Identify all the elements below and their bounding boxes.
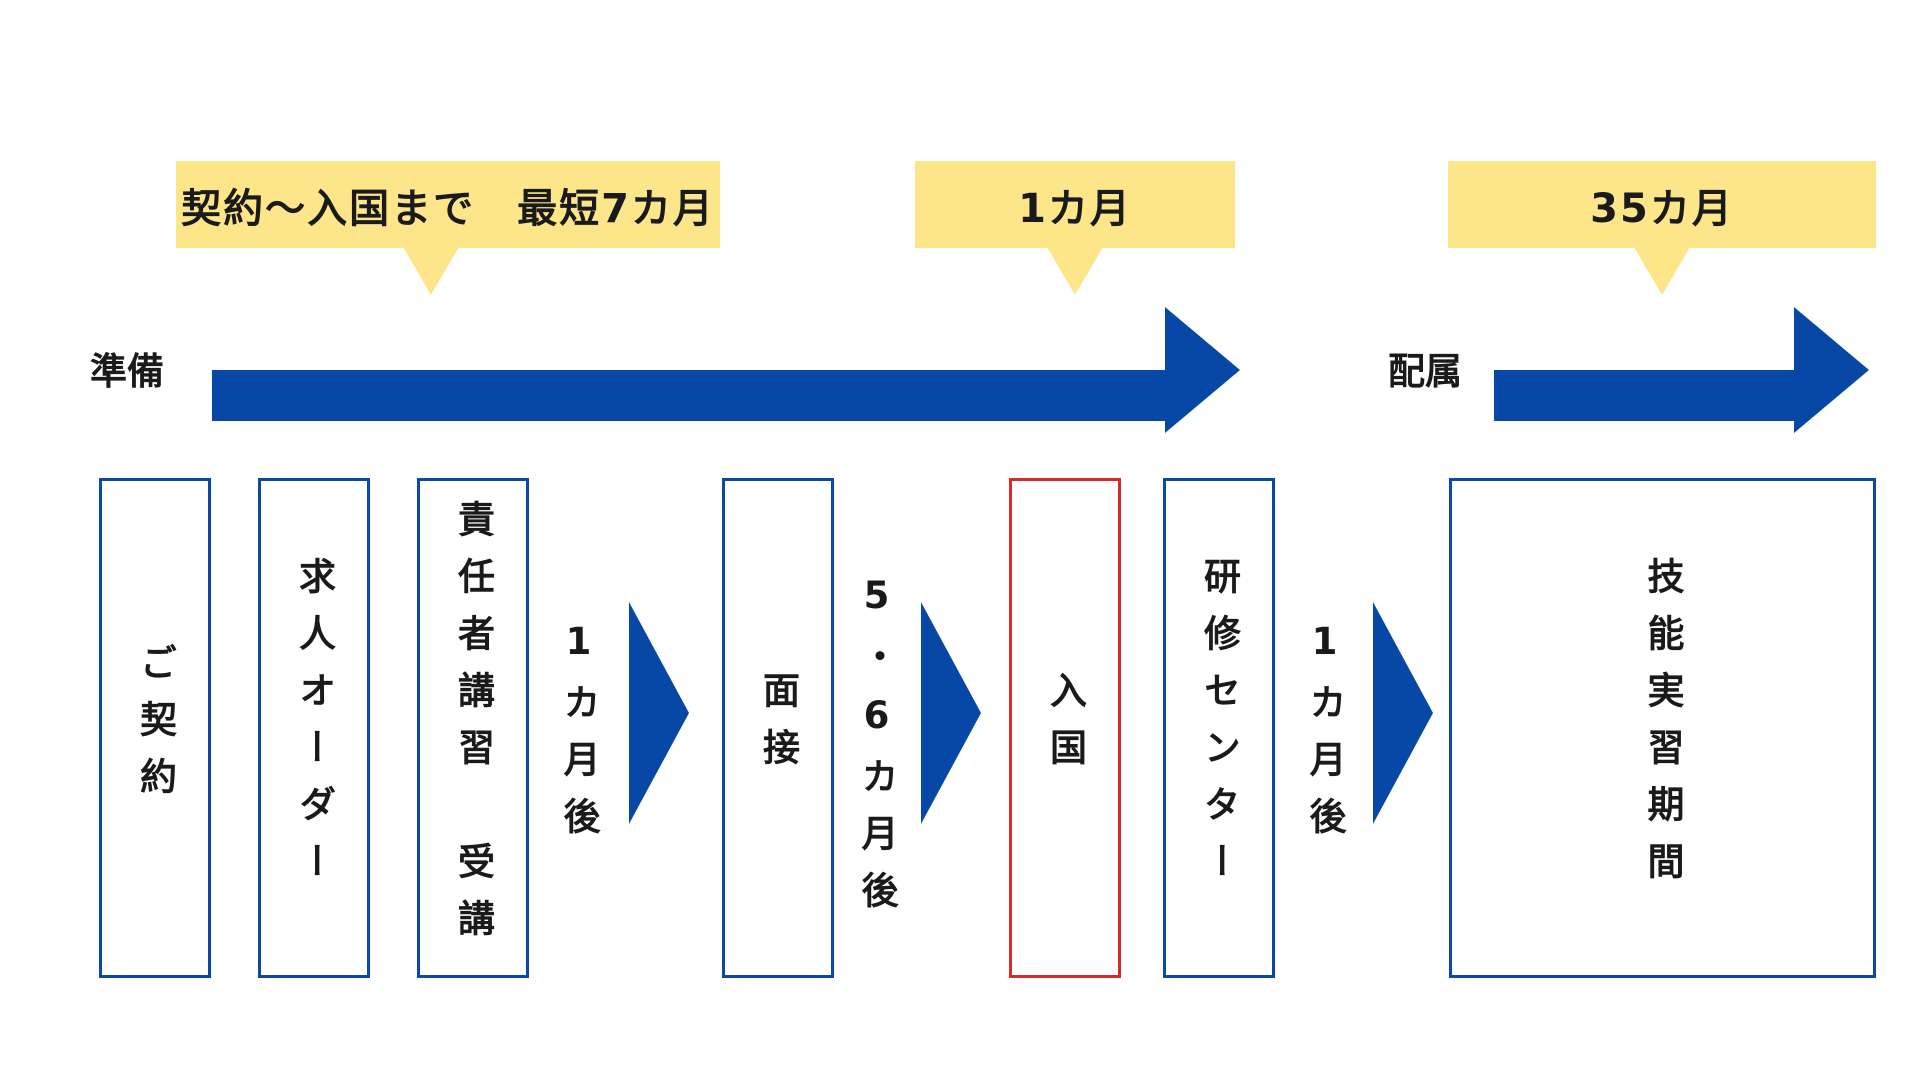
step-label: 入国 [1043, 671, 1087, 785]
step-box-manager-training: 責任者講習 受講 [417, 478, 529, 978]
step-label: 研修センター [1197, 557, 1241, 899]
transition-label: 1カ月後 [1303, 620, 1346, 854]
section-label-preparation: 準備 [90, 350, 164, 393]
callout-label: 35カ月 [1590, 185, 1734, 232]
transition-after-interview: 5・6カ月後 [855, 574, 898, 932]
arrow-shaft [212, 370, 1168, 421]
preparation-arrow [212, 307, 1240, 433]
step-box-training-center: 研修センター [1163, 478, 1275, 978]
chevron-right-icon [629, 602, 689, 824]
callout-placement-period: 35カ月 [1448, 161, 1876, 295]
step-box-technical-internship: 技能実習期間 [1449, 478, 1876, 978]
right-arrow-icon [1165, 307, 1240, 433]
speech-pointer-icon [1634, 247, 1690, 295]
chevron-right-icon [921, 602, 981, 824]
section-label-placement: 配属 [1388, 350, 1462, 393]
step-box-job-order: 求人オーダー [258, 478, 370, 978]
step-box-contract: ご契約 [99, 478, 211, 978]
arrow-shaft [1494, 370, 1797, 421]
step-label: ご契約 [133, 642, 177, 814]
step-label: 面接 [756, 671, 800, 785]
step-label: 求人オーダー [292, 557, 336, 899]
step-label: 技能実習期間 [1641, 557, 1684, 899]
step-label: 責任者講習 受講 [451, 500, 495, 956]
callout-label: 契約〜入国まで 最短7カ月 [181, 185, 715, 232]
transition-label: 1カ月後 [557, 620, 600, 854]
right-arrow-icon [1794, 307, 1869, 433]
callout-training-period: 1カ月 [915, 161, 1235, 295]
transition-after-training-center: 1カ月後 [1303, 620, 1346, 858]
speech-pointer-icon [403, 247, 459, 295]
step-box-entry: 入国 [1009, 478, 1121, 978]
step-box-interview: 面接 [722, 478, 834, 978]
callout-prep-period: 契約〜入国まで 最短7カ月 [176, 161, 720, 295]
transition-label: 5・6カ月後 [855, 574, 898, 928]
transition-after-manager-training: 1カ月後 [557, 620, 600, 858]
callout-label: 1カ月 [1018, 185, 1132, 232]
chevron-right-icon [1373, 602, 1433, 824]
placement-arrow [1494, 307, 1869, 433]
speech-pointer-icon [1047, 247, 1103, 295]
